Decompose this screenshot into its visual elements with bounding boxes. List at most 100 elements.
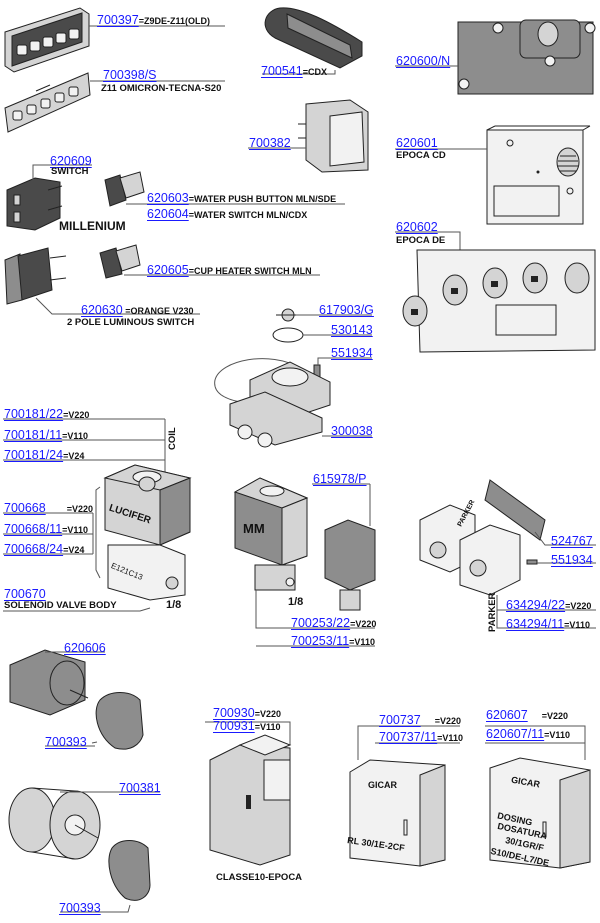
label-coil-110: 700181/11=V110 bbox=[4, 427, 88, 443]
label-luminous: 620630 =ORANGE V230 bbox=[81, 302, 194, 318]
part-code-parker-110[interactable]: 634294/11 bbox=[506, 617, 565, 631]
part-suffix-coil-24: =V24 bbox=[63, 451, 85, 461]
part-code-knob2[interactable]: 700393 bbox=[59, 901, 101, 915]
solenoid-valve-mm-illustration bbox=[233, 477, 375, 647]
part-code-gicar2-220[interactable]: 620607 bbox=[486, 708, 528, 722]
label-screw2: 551934 bbox=[551, 552, 593, 568]
part-suffix-mm-220: =V220 bbox=[350, 619, 377, 629]
label-coil-cap: 615978/P bbox=[313, 471, 367, 487]
part-code-water-switch[interactable]: 620604 bbox=[147, 207, 189, 221]
caption-contactor: CLASSE10-EPOCA bbox=[216, 872, 303, 883]
knob-1-illustration bbox=[45, 692, 144, 750]
part-code-flowmeter[interactable]: 300038 bbox=[331, 424, 373, 438]
part-code-switch[interactable]: 620609 bbox=[50, 154, 92, 168]
part-code-keypad-s[interactable]: 700398/S bbox=[103, 68, 157, 82]
part-suffix-contactor-220: =V220 bbox=[254, 709, 281, 719]
part-code-gicar1-110[interactable]: 700737/11 bbox=[379, 730, 438, 744]
switch-illustration bbox=[6, 164, 92, 231]
part-code-impeller[interactable]: 617903/G bbox=[319, 303, 374, 317]
label-switch: 620609 bbox=[50, 153, 92, 169]
part-code-epoca-cd[interactable]: 620601 bbox=[396, 136, 438, 150]
cup-heater-illustration bbox=[99, 244, 320, 279]
label-gicar2-110: 620607/11=V110 bbox=[486, 726, 570, 742]
desc-epoca-de: EPOCA DE bbox=[396, 235, 446, 246]
part-code-cup-heater[interactable]: 620605 bbox=[147, 263, 189, 277]
label-gicar1-110: 700737/11=V110 bbox=[379, 729, 463, 745]
keypad-old-illustration bbox=[4, 7, 225, 73]
part-code-valve-110[interactable]: 700668/11 bbox=[4, 522, 63, 536]
part-code-mm-110[interactable]: 700253/11 bbox=[291, 634, 350, 648]
caption-coil: COIL bbox=[167, 427, 178, 450]
part-suffix-parker-110: =V110 bbox=[564, 620, 590, 630]
label-round-switch: 700381 bbox=[119, 780, 161, 796]
control-box-2-illustration bbox=[485, 725, 591, 869]
part-suffix-valve-24: =V24 bbox=[63, 545, 85, 555]
part-code-water-push[interactable]: 620603 bbox=[147, 191, 189, 205]
part-code-coil-110[interactable]: 700181/11 bbox=[4, 428, 63, 442]
label-water-push: 620603=WATER PUSH BUTTON MLN/SDE bbox=[147, 190, 336, 206]
part-code-rocker[interactable]: 700382 bbox=[249, 136, 291, 150]
part-code-rotary-switch[interactable]: 620606 bbox=[64, 641, 106, 655]
part-code-coil-220[interactable]: 700181/22 bbox=[4, 407, 64, 421]
part-code-gicar2-110[interactable]: 620607/11 bbox=[486, 727, 545, 741]
part-suffix-coil-110: =V110 bbox=[62, 431, 88, 441]
caption-gicar1-brand: GICAR bbox=[368, 780, 397, 790]
part-code-round-switch[interactable]: 700381 bbox=[119, 781, 161, 795]
desc-valve-body: SOLENOID VALVE BODY bbox=[4, 600, 117, 611]
label-parker-plate: 524767 bbox=[551, 533, 593, 549]
part-suffix-luminous: =ORANGE V230 bbox=[122, 306, 194, 316]
label-mm-220: 700253/22=V220 bbox=[291, 615, 376, 631]
part-code-coil-24[interactable]: 700181/24 bbox=[4, 448, 64, 462]
label-water-switch: 620604=WATER SWITCH MLN/CDX bbox=[147, 206, 307, 222]
part-code-epoca-de[interactable]: 620602 bbox=[396, 220, 438, 234]
part-code-valve-24[interactable]: 700668/24 bbox=[4, 542, 64, 556]
control-box-1-illustration bbox=[349, 725, 460, 867]
cdx-panel-illustration bbox=[262, 7, 363, 75]
part-suffix-coil-220: =V220 bbox=[63, 410, 90, 420]
part-suffix-parker-220: =V220 bbox=[565, 601, 592, 611]
part-code-knob1[interactable]: 700393 bbox=[45, 735, 87, 749]
solenoid-valve-lucifer-illustration bbox=[3, 464, 192, 612]
part-suffix-gicar1-220: =V220 bbox=[434, 716, 461, 726]
part-code-coil-cap[interactable]: 615978/P bbox=[313, 472, 367, 486]
desc-luminous: 2 POLE LUMINOUS SWITCH bbox=[67, 317, 195, 328]
part-code-valve-body[interactable]: 700670 bbox=[4, 587, 46, 601]
rocker-switch-illustration bbox=[248, 99, 369, 173]
part-code-contactor-220[interactable]: 700930 bbox=[213, 706, 255, 720]
label-coil-24: 700181/24=V24 bbox=[4, 447, 84, 463]
part-suffix-gicar1-110: =V110 bbox=[437, 733, 463, 743]
caption-parker: PARKER bbox=[487, 592, 498, 632]
part-code-cdx[interactable]: 700541 bbox=[261, 64, 303, 78]
label-cup-heater: 620605=CUP HEATER SWITCH MLN bbox=[147, 262, 312, 278]
part-code-screw2[interactable]: 551934 bbox=[551, 553, 593, 567]
part-code-gicar1-220[interactable]: 700737 bbox=[379, 713, 421, 727]
rotary-switch-illustration bbox=[9, 649, 105, 716]
label-mm-110: 700253/11=V110 bbox=[291, 633, 375, 649]
part-code-oring[interactable]: 530143 bbox=[331, 323, 373, 337]
label-epoca-de: 620602 bbox=[396, 219, 438, 235]
caption-mm-thread: 1/8 bbox=[288, 596, 304, 608]
part-code-luminous[interactable]: 620630 bbox=[81, 303, 123, 317]
desc-switch: SWITCH bbox=[51, 166, 89, 177]
label-parker-110: 634294/11=V110 bbox=[506, 616, 590, 632]
part-suffix-keypad-old: =Z9DE-Z11(OLD) bbox=[138, 16, 210, 26]
label-valve-body: 700670 bbox=[4, 586, 46, 602]
part-code-valve-220[interactable]: 700668 bbox=[4, 501, 46, 515]
epoca-cd-illustration bbox=[395, 125, 591, 225]
keypad-s-illustration bbox=[4, 72, 225, 133]
part-suffix-valve-110: =V110 bbox=[62, 525, 88, 535]
label-epoca-cd: 620601 bbox=[396, 135, 438, 151]
label-knob2: 700393 bbox=[59, 900, 101, 916]
part-code-parker-plate[interactable]: 524767 bbox=[551, 534, 593, 548]
part-code-panel-n[interactable]: 620600/N bbox=[396, 54, 451, 68]
part-code-keypad-old[interactable]: 700397 bbox=[97, 13, 139, 27]
part-suffix-gicar2-220: =V220 bbox=[541, 711, 568, 721]
part-code-mm-220[interactable]: 700253/22 bbox=[291, 616, 351, 630]
part-code-parker-220[interactable]: 634294/22 bbox=[506, 598, 566, 612]
caption-millenium: MILLENIUM bbox=[59, 219, 126, 233]
water-push-button-illustration bbox=[104, 171, 345, 207]
coil-connector-illustration bbox=[312, 483, 376, 611]
part-code-contactor-110[interactable]: 700931 bbox=[213, 719, 255, 733]
part-code-screw1[interactable]: 551934 bbox=[331, 346, 373, 360]
panel-n-illustration bbox=[395, 19, 596, 95]
